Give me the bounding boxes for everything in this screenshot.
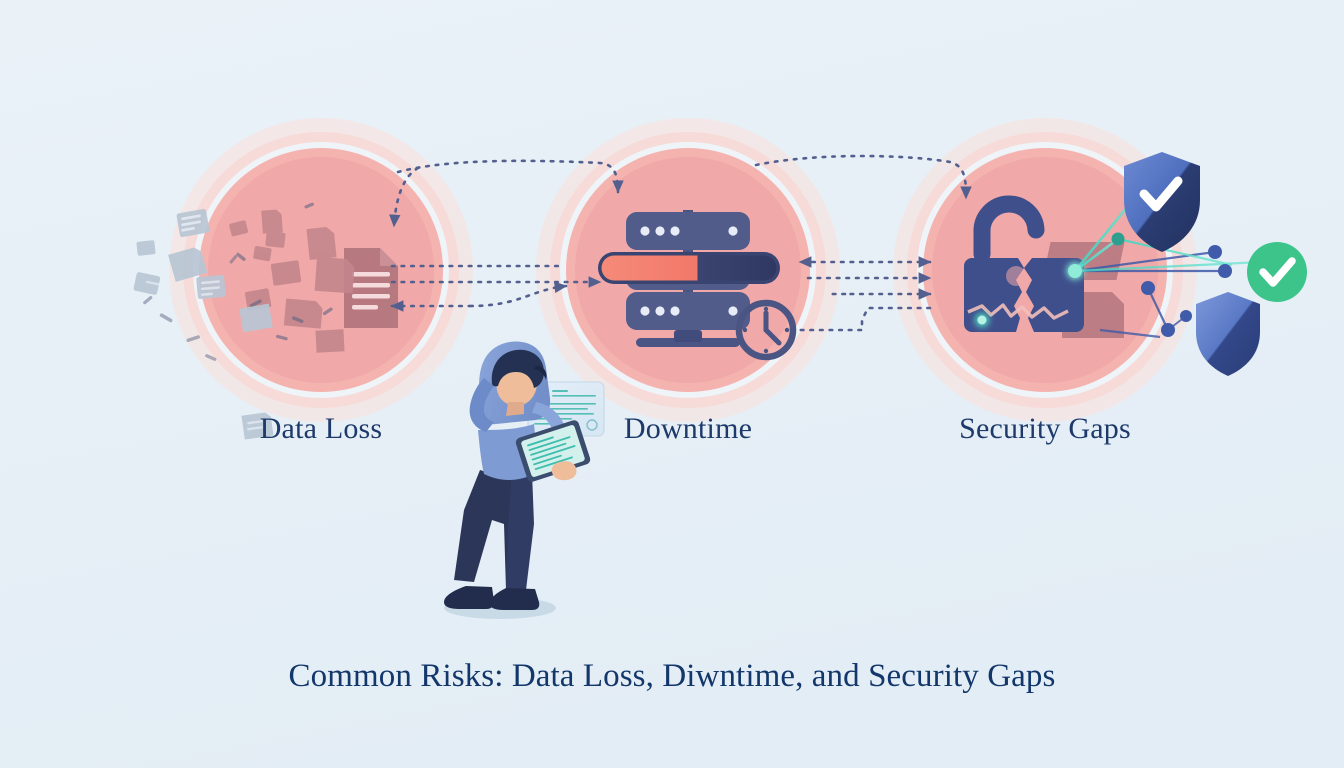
shield-check-icon (1124, 152, 1200, 252)
broken-padlock-icon (964, 195, 1084, 332)
escaping-paper-fragments (133, 208, 274, 440)
infographic-caption: Common Risks: Data Loss, Diwntime, and S… (288, 658, 1056, 694)
risk-circle-downtime (536, 118, 840, 422)
network-nodes-decoration (975, 172, 1268, 339)
risk-label-data-loss: Data Loss (259, 412, 383, 445)
person-with-tablet (444, 341, 605, 619)
risk-label-security-gaps: Security Gaps (959, 412, 1131, 445)
clock-icon (735, 299, 797, 361)
green-check-circle-icon (1247, 242, 1307, 302)
risk-circle-data-loss (133, 118, 473, 440)
server-rack-clock-icon (598, 210, 780, 347)
risk-label-downtime: Downtime (623, 412, 753, 445)
tablet-device (515, 420, 591, 482)
shield-icon (1196, 292, 1260, 376)
connector-arrows (389, 154, 972, 332)
scattered-documents-icon (229, 202, 398, 353)
risk-circle-security-gaps (893, 118, 1197, 422)
